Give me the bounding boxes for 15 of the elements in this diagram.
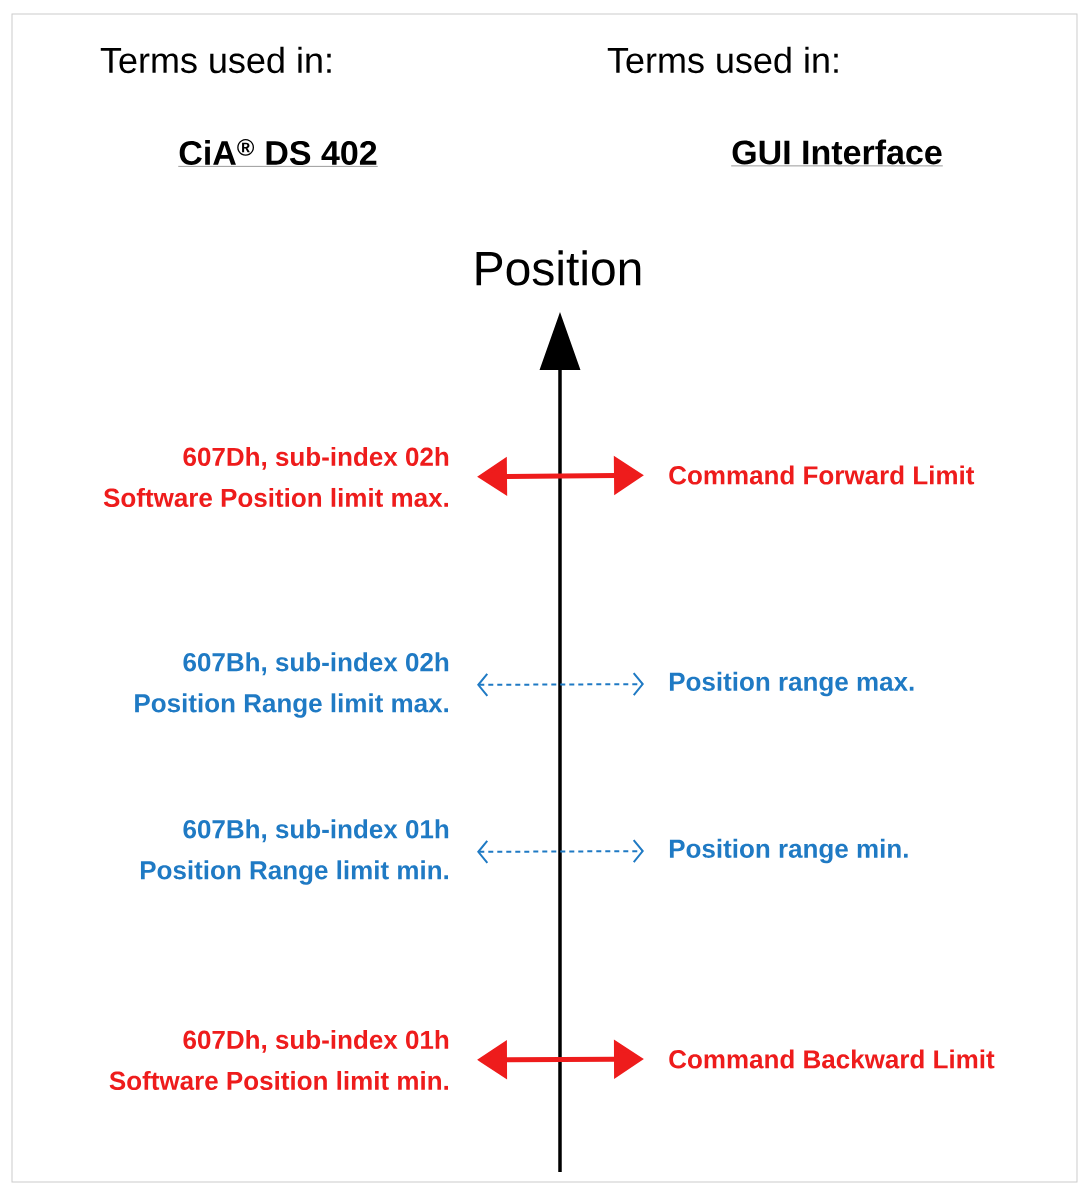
- axis-label: Position: [476, 250, 641, 286]
- term-label: 607Dh, sub-index 01h Software Position limit min.: [109, 1029, 449, 1091]
- term-label: 607Bh, sub-index 02h Position Range limit max.: [135, 652, 449, 718]
- double-arrow: [477, 839, 644, 864]
- heading-text: Terms used in:: [100, 46, 331, 74]
- term-label: Command Backward Limit: [669, 1049, 995, 1069]
- term-label: 607Dh, sub-index 02h Software Position limit max.: [103, 446, 449, 508]
- column-heading: CiA$^{®}$ DS 402: [178, 139, 378, 167]
- term-label: Position range max.: [669, 671, 914, 697]
- column-heading: GUI Interface: [731, 139, 943, 167]
- term-label: 607Bh, sub-index 01h Position Range limit min.: [140, 819, 449, 885]
- term-label: Position range min.: [669, 838, 908, 864]
- heading-text: Terms used in:: [607, 46, 838, 74]
- double-arrow: [477, 672, 644, 697]
- term-label: Command Forward Limit: [669, 465, 975, 485]
